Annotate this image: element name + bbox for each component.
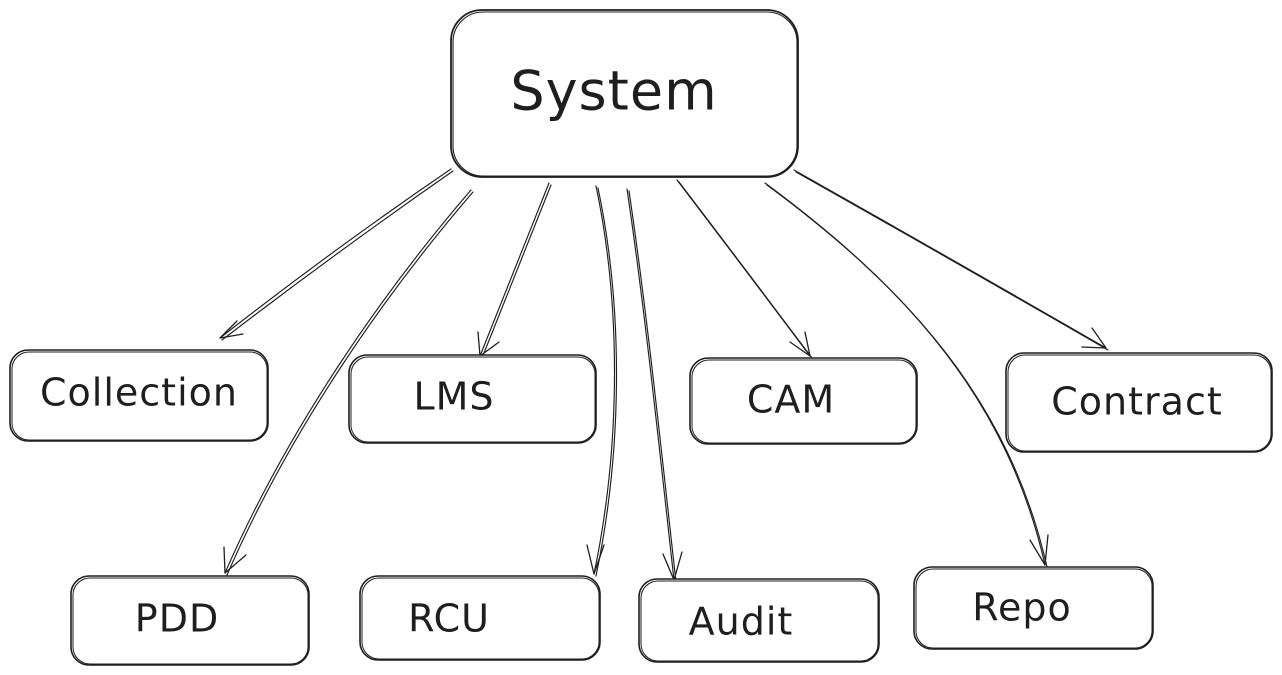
root-node[interactable]: System	[450, 9, 799, 178]
node-contract[interactable]: Contract	[1005, 352, 1273, 453]
node-cam-label: CAM	[747, 378, 835, 422]
connector-rcu	[586, 185, 618, 577]
node-audit[interactable]: Audit	[638, 578, 880, 663]
node-audit-label: Audit	[689, 600, 794, 644]
node-collection[interactable]: Collection	[9, 349, 269, 442]
node-pdd[interactable]: PDD	[70, 575, 310, 666]
node-rcu[interactable]: RCU	[359, 575, 601, 661]
connectors-group	[219, 168, 1109, 583]
node-contract-label: Contract	[1051, 380, 1222, 424]
connector-cam	[676, 179, 813, 359]
connector-contract	[793, 169, 1109, 351]
node-lms[interactable]: LMS	[348, 354, 597, 444]
node-rcu-label: RCU	[408, 597, 490, 641]
connector-lms	[477, 182, 552, 359]
connector-audit	[626, 188, 683, 583]
connector-collection	[219, 168, 454, 341]
connector-repo	[764, 182, 1049, 568]
root-node-label: System	[510, 60, 717, 123]
node-lms-label: LMS	[413, 375, 494, 419]
node-repo[interactable]: Repo	[913, 566, 1154, 650]
node-cam[interactable]: CAM	[689, 357, 918, 445]
node-pdd-label: PDD	[135, 597, 219, 641]
node-collection-label: Collection	[40, 371, 238, 415]
node-repo-label: Repo	[972, 586, 1071, 630]
connector-pdd	[223, 189, 474, 576]
